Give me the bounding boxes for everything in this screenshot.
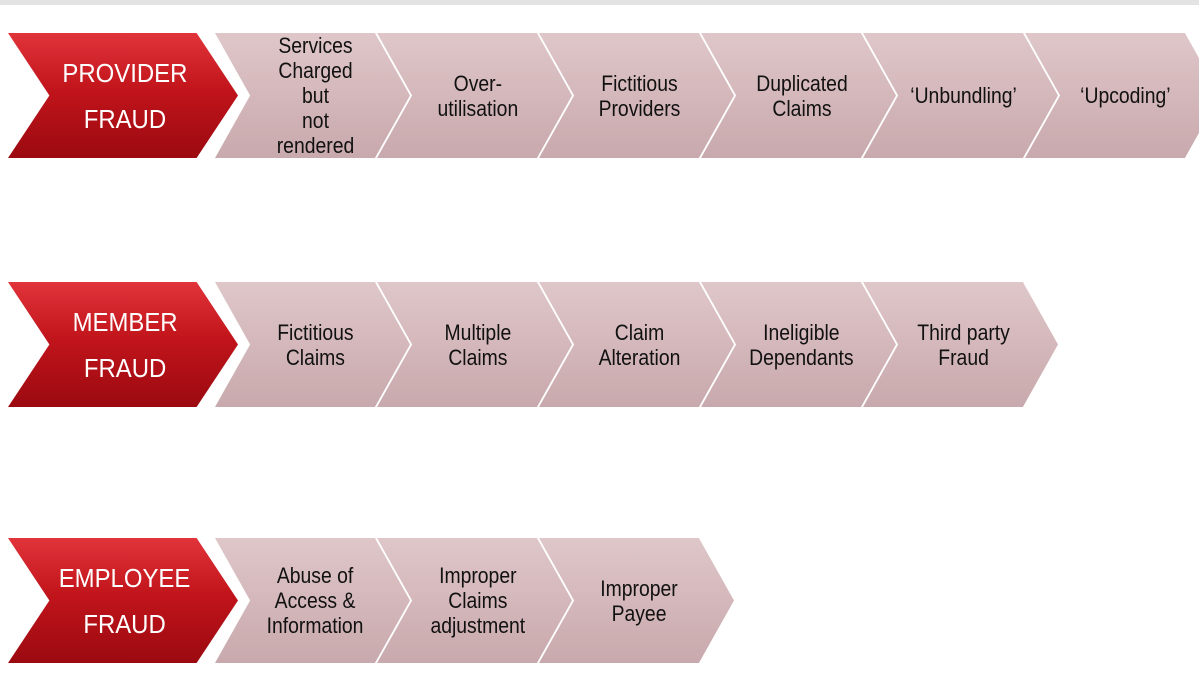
heading-label: PROVIDER FRAUD: [62, 57, 188, 134]
member-fraud-row: Third party Fraud Ineligible Dependants …: [0, 282, 1199, 407]
employee-fraud-row: Improper Payee Improper Claims adjustmen…: [0, 538, 1199, 663]
chevron-services-not-rendered: Services Charged but not rendered: [215, 33, 410, 158]
chevron-label: Improper Payee: [600, 575, 679, 626]
member-fraud-heading: MEMBER FRAUD: [8, 282, 238, 407]
chevron-label: Multiple Claims: [444, 319, 511, 370]
chevron-label: Claim Alteration: [598, 319, 681, 370]
provider-fraud-heading: PROVIDER FRAUD: [8, 33, 238, 158]
chevron-label: Services Charged but not rendered: [276, 33, 355, 158]
chevron-label: ‘Upcoding’: [1080, 83, 1171, 108]
top-border: [0, 0, 1199, 5]
heading-label: MEMBER FRAUD: [72, 306, 178, 383]
chevron-label: Third party Fraud: [917, 319, 1010, 370]
provider-fraud-row: ‘Upcoding’ ‘Unbundling’ Duplicated Claim…: [0, 33, 1199, 158]
chevron-label: Abuse of Access & Information: [267, 563, 364, 638]
chevron-label: Duplicated Claims: [755, 70, 848, 121]
employee-fraud-heading: EMPLOYEE FRAUD: [8, 538, 238, 663]
heading-label: EMPLOYEE FRAUD: [59, 562, 191, 639]
chevron-fictitious-claims: Fictitious Claims: [215, 282, 410, 407]
chevron-label: ‘Unbundling’: [910, 83, 1017, 108]
chevron-label: Fictitious Providers: [598, 70, 681, 121]
chevron-label: Fictitious Claims: [277, 319, 354, 370]
chevron-label: Improper Claims adjustment: [430, 563, 525, 638]
chevron-abuse-of-access: Abuse of Access & Information: [215, 538, 410, 663]
chevron-label: Ineligible Dependants: [749, 319, 854, 370]
chevron-label: Over- utilisation: [437, 70, 518, 121]
